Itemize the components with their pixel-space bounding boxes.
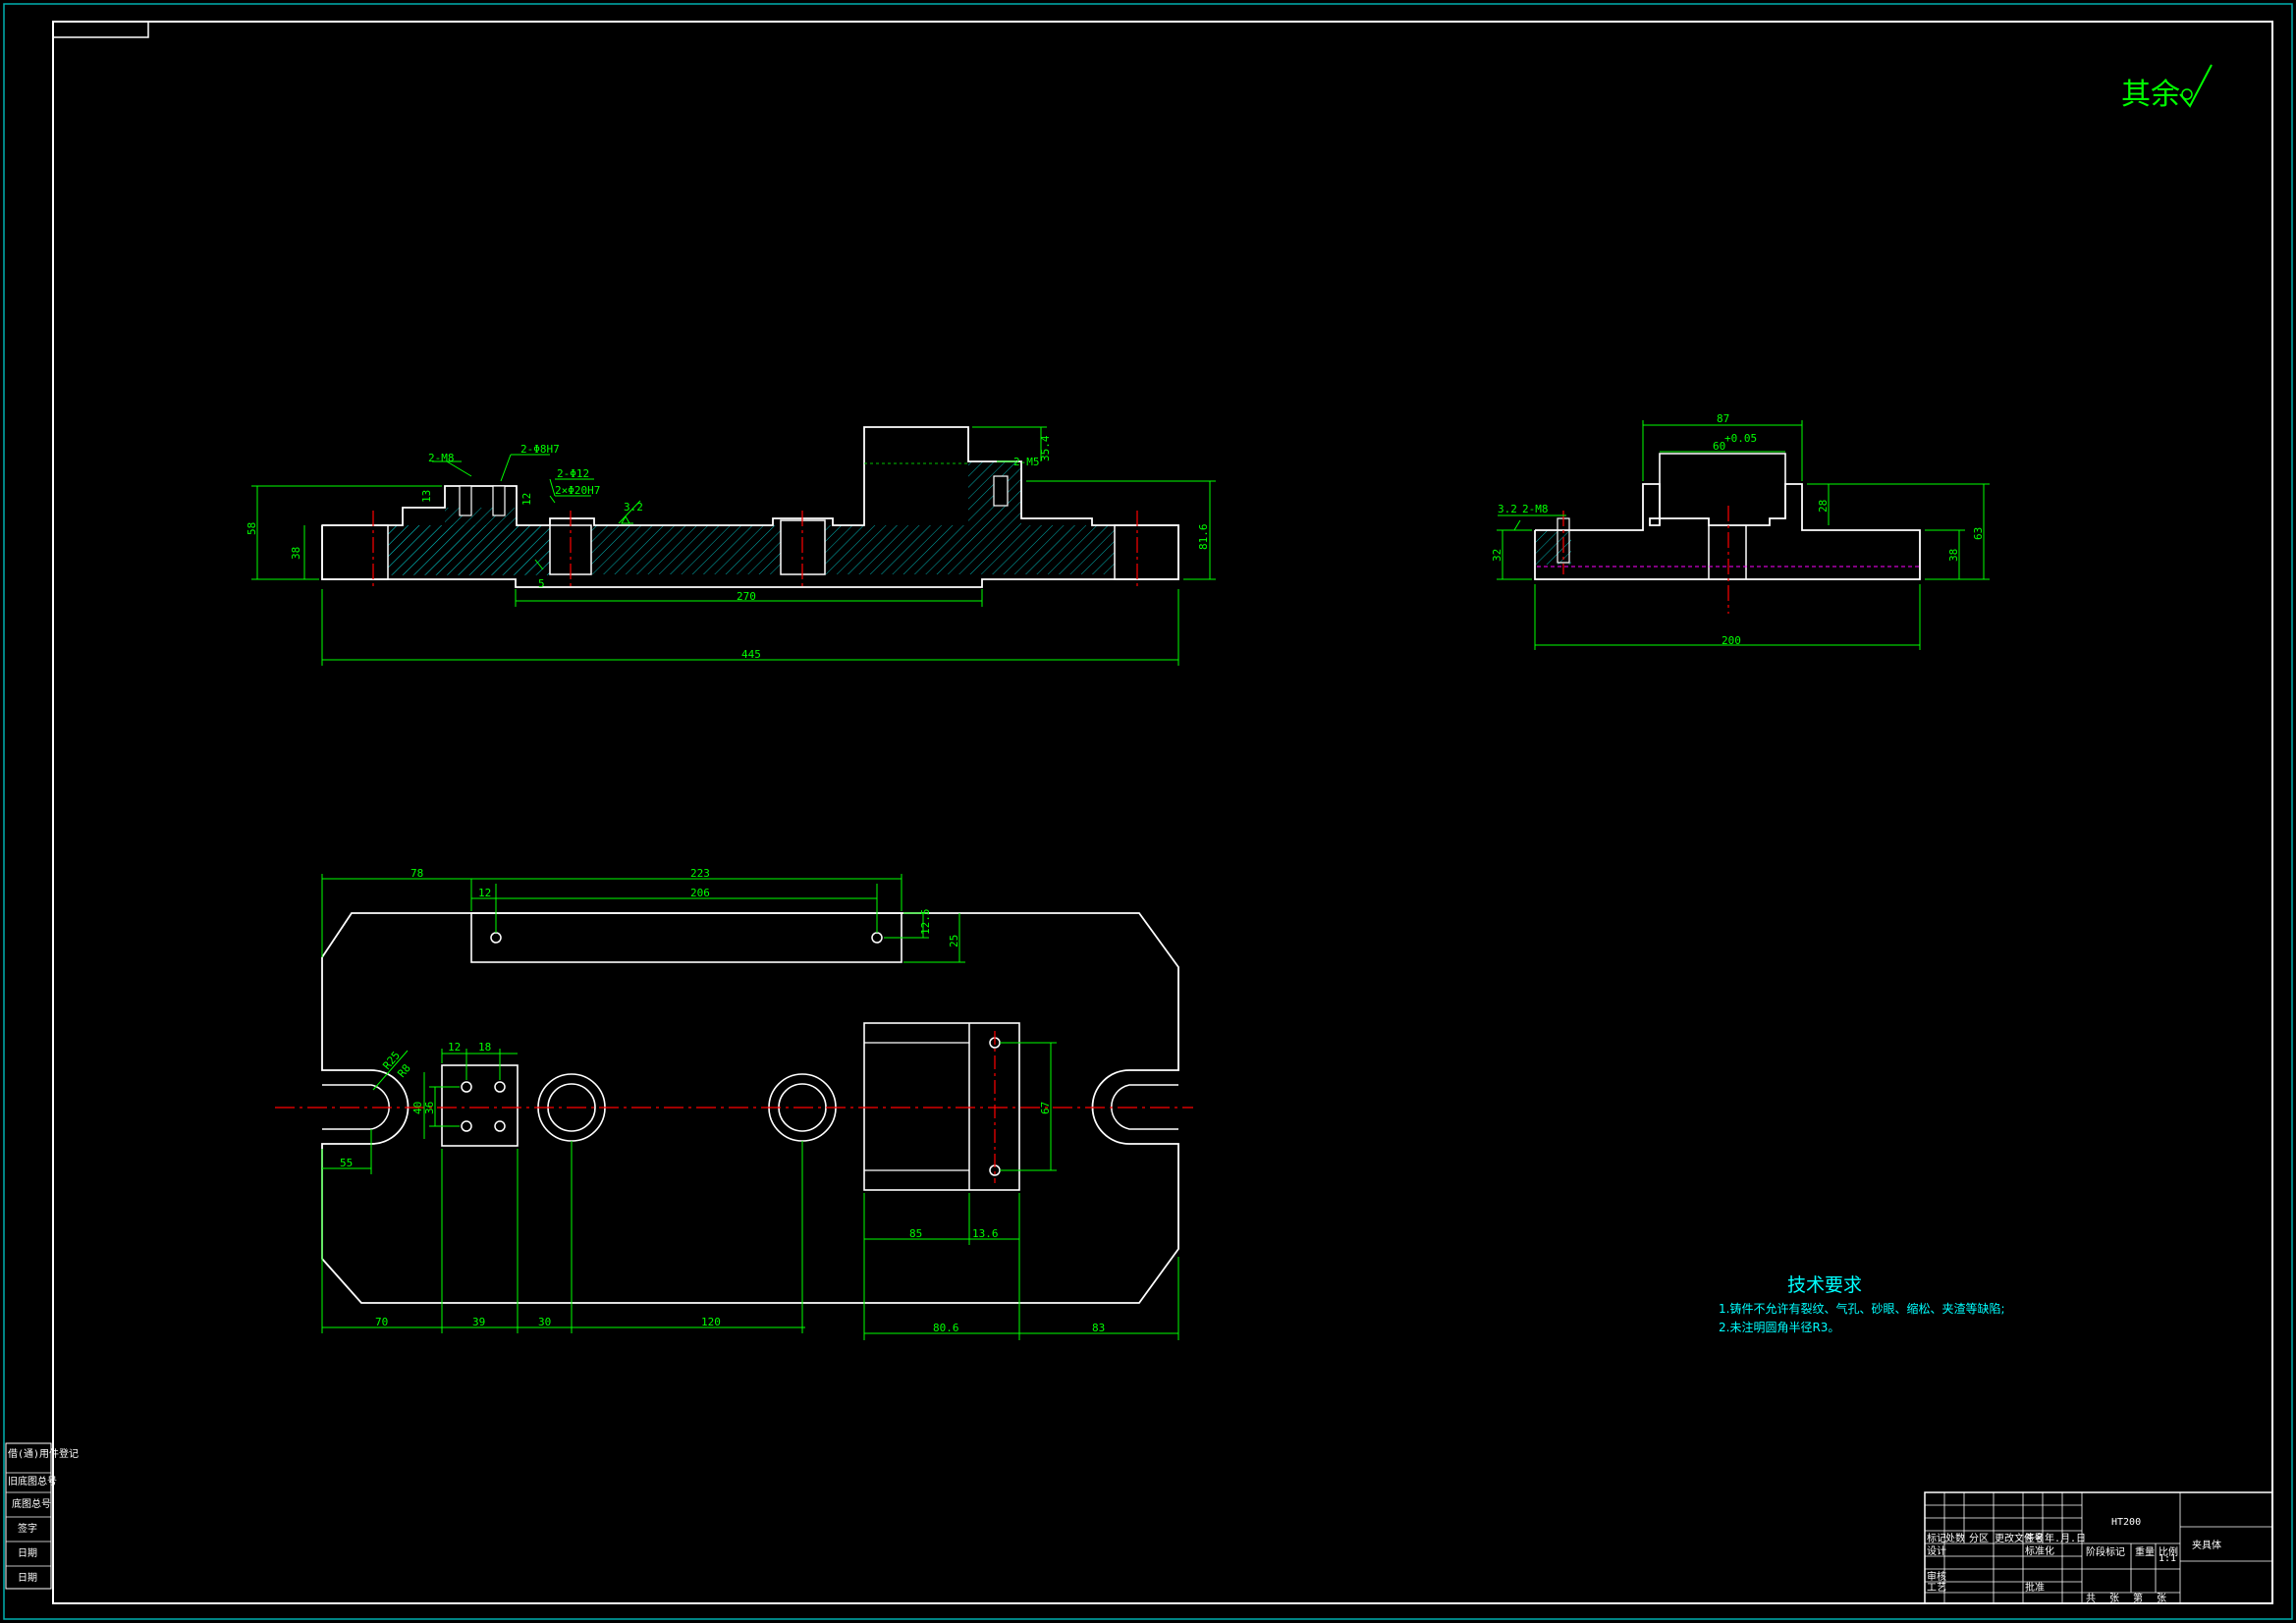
row-label-count: 处数 [1945,1532,1965,1544]
top-dim-12: 12 [478,887,491,899]
strip-item-6: 日期 [18,1572,37,1584]
approve-label: 批准 [2025,1581,2045,1594]
top-dim-55: 55 [340,1157,353,1169]
part-name: 夹具体 [2192,1539,2221,1551]
dim-2phi12: 2-Φ12 [557,467,589,480]
corner-tab [52,21,149,38]
top-dim-120: 120 [701,1316,721,1328]
top-dim-39: 39 [472,1316,485,1328]
sheet-label-total: 共 [2086,1593,2096,1604]
top-dim-13-6: 13.6 [972,1227,999,1240]
top-dim-80-6: 80.6 [933,1322,959,1334]
strip-item-2: 旧底图总号 [8,1475,57,1488]
dim-2phi8h7: 2-Φ8H7 [520,443,560,456]
row-label-zone: 分区 [1969,1533,1989,1544]
scale-label: 比例 [2159,1545,2178,1558]
top-dim-40: 40 [411,1102,424,1114]
craft-label: 工艺 [1927,1582,1946,1594]
dim-13: 13 [420,490,433,503]
side-dim-2m8: 2-M8 [1522,503,1549,515]
dim-2m5: 2-M5 [1013,456,1040,468]
top-dim-12b: 12 [448,1041,461,1054]
material: HT200 [2111,1517,2141,1528]
row-label-mark: 标记 [1927,1533,1946,1544]
outer-frame [3,3,2293,1620]
dim-12: 12 [520,493,533,506]
roughness-note: 其余 [2121,64,2213,112]
sheet-label-sheets: 张 [2109,1593,2119,1604]
strip-item-4: 签字 [18,1522,37,1535]
dim-58: 58 [246,522,258,535]
side-dim-200: 200 [1722,634,1741,647]
row-label-date: 年.月.日 [2045,1532,2086,1544]
side-view: 87 60 +0.05 3.2 2-M8 200 63 38 32 28 [1491,412,1990,650]
strip-item-1: 借(通)用件登记 [8,1447,79,1460]
tech-line-1: 1.铸件不允许有裂纹、气孔、砂眼、缩松、夹渣等缺陷; [1719,1301,2005,1316]
roughness-symbol-icon [2179,64,2213,108]
stage-label: 阶段标记 [2086,1545,2125,1558]
side-dim-60-tol: +0.05 [1724,432,1757,445]
side-dim-63: 63 [1972,527,1985,540]
row-label-sign: 签名 [2025,1532,2045,1544]
tech-requirements: 技术要求 1.铸件不允许有裂纹、气孔、砂眼、缩松、夹渣等缺陷; 2.未注明圆角半… [1719,1274,2005,1334]
dim-2m8: 2-M8 [428,452,455,464]
row-label-doc: 更改文件号 [1995,1532,2044,1544]
dim-3-2: 3.2 [624,501,643,514]
top-dim-83: 83 [1092,1322,1105,1334]
top-dim-206: 206 [690,887,710,899]
side-dim-3-2: 3.2 [1498,503,1517,515]
side-dim-87: 87 [1717,412,1729,425]
side-dim-60: 60 [1713,440,1725,453]
top-dim-30: 30 [538,1316,551,1328]
sheet-label-sheet: 张 [2157,1593,2166,1604]
dim-38: 38 [290,547,302,560]
side-dim-28: 28 [1817,500,1830,513]
top-dim-70: 70 [375,1316,388,1328]
dim-5: 5 [538,577,545,590]
top-dim-36: 36 [423,1102,436,1114]
scale: 1:1 [2159,1553,2176,1564]
top-view: 78 223 12 206 12.5 25 R25 R8 12 18 36 40… [275,867,1193,1340]
strip-item-3: 底图总号 [12,1497,51,1510]
side-strip: 借(通)用件登记 旧底图总号 底图总号 签字 日期 日期 [5,1442,79,1590]
top-dim-12-5: 12.5 [919,909,932,936]
dim-445: 445 [741,648,761,661]
top-dim-25: 25 [948,935,960,947]
weight-label: 重量 [2135,1545,2155,1558]
dim-270: 270 [737,590,756,603]
tech-title: 技术要求 [1787,1274,1862,1296]
design-label: 设计 [1927,1544,1946,1557]
sheet-label-no: 第 [2133,1592,2143,1604]
strip-item-5: 日期 [18,1547,37,1559]
side-dim-32: 32 [1491,549,1503,562]
top-dim-67: 67 [1039,1102,1052,1114]
top-dim-78: 78 [410,867,423,880]
top-dim-85: 85 [909,1227,922,1240]
front-view: 270 445 2-M8 2-Φ8H7 2-Φ12 2×Φ20H7 3.2 2-… [246,426,1216,666]
std-label: 标准化 [2025,1544,2054,1557]
top-dim-223: 223 [690,867,710,880]
top-dim-r8: R8 [395,1061,412,1080]
inner-frame [52,21,2273,1604]
dim-35-4: 35.4 [1039,435,1052,461]
side-dim-38: 38 [1947,549,1960,562]
tech-line-2: 2.未注明圆角半径R3。 [1719,1320,1839,1334]
review-label: 审核 [1927,1570,1946,1583]
roughness-label: 其余 [2121,78,2180,112]
top-dim-18: 18 [478,1041,491,1054]
title-block: HT200 夹具体 1:1 标记 处数 分区 更改文件号 签名 年.月.日 设计… [1924,1491,2273,1604]
dim-81-6: 81.6 [1197,524,1210,551]
dim-2x12: 2×Φ20H7 [555,484,600,497]
